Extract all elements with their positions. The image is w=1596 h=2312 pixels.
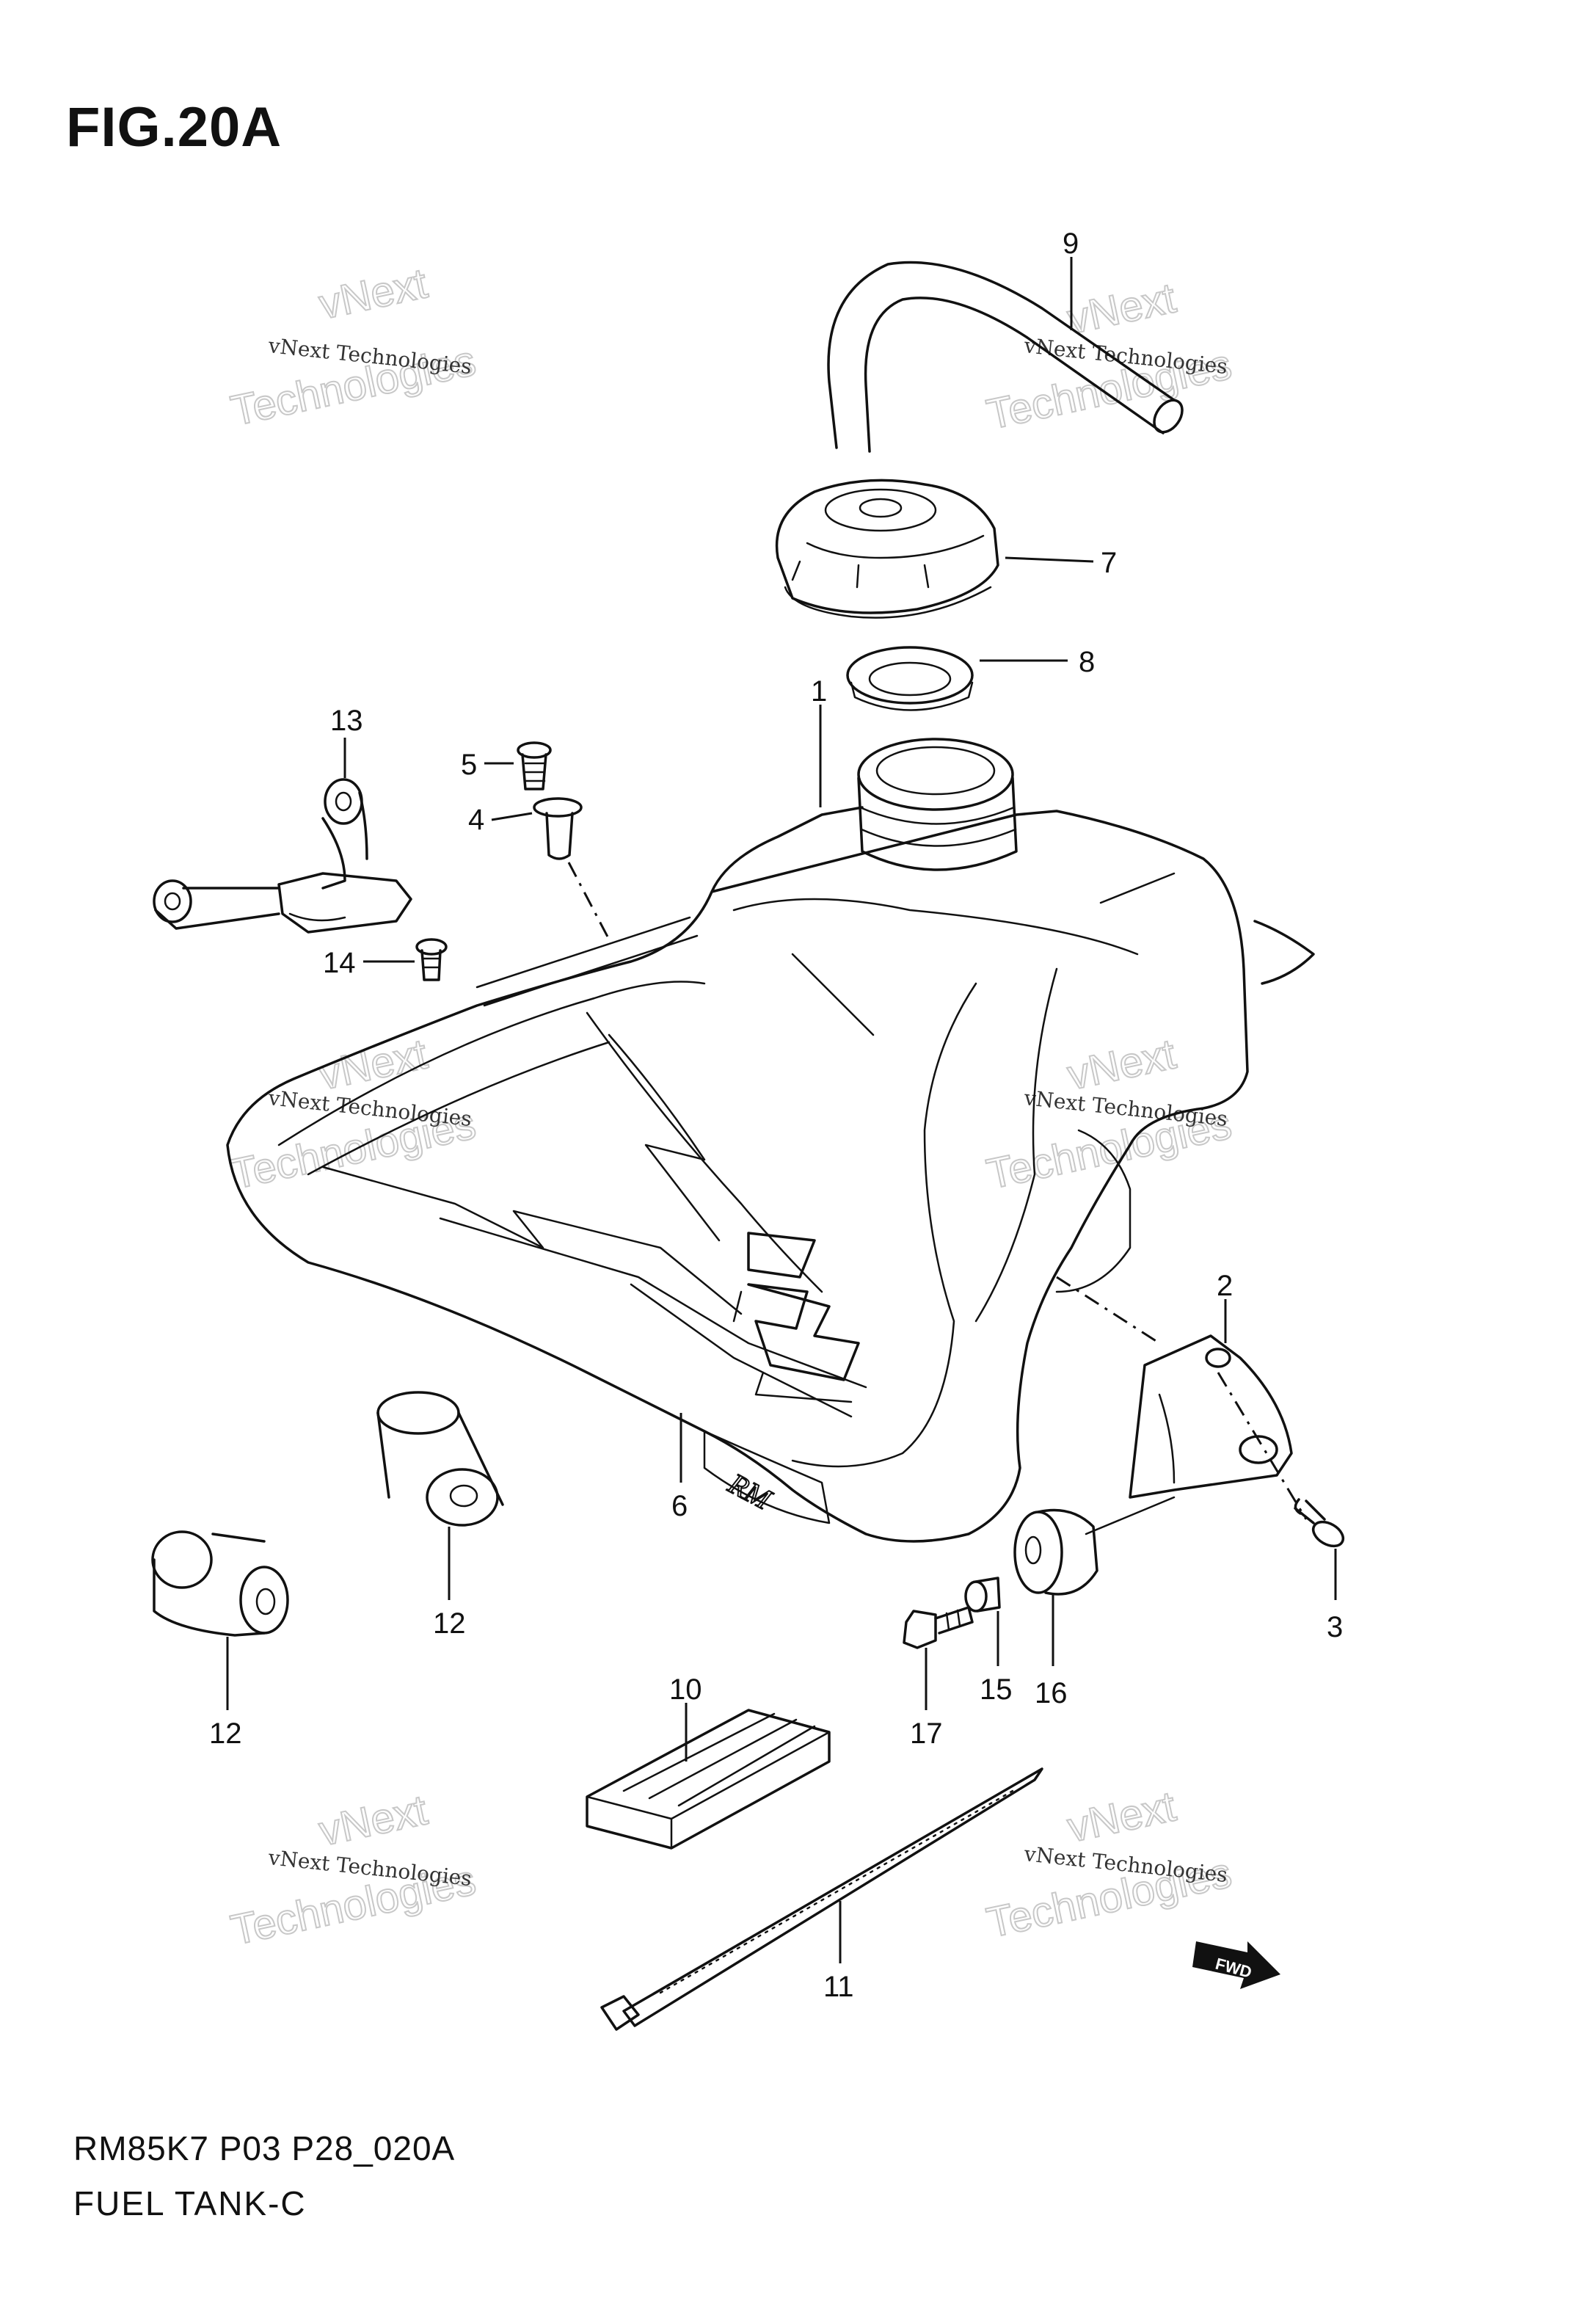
- part-10-pad: [586, 1709, 831, 1850]
- callout-2: 2: [1217, 1270, 1233, 1302]
- part-7-fuel-cap: [775, 479, 999, 619]
- callout-9: 9: [1063, 228, 1079, 260]
- callout-15: 15: [980, 1673, 1013, 1706]
- callout-12b: 12: [209, 1717, 242, 1750]
- svg-text:vNext: vNext: [315, 259, 431, 328]
- part-12-cushion-lower: [151, 1530, 289, 1637]
- watermark-bottom-right: vNext Technologies vNext Technologies: [982, 1781, 1236, 1947]
- figure-name: FUEL TANK-C: [73, 2184, 307, 2222]
- figure-title: FIG.20A: [66, 96, 283, 159]
- watermark-bottom-left: vNext Technologies vNext Technologies: [226, 1785, 481, 1955]
- part-4-collar: [533, 797, 583, 860]
- svg-text:vNext: vNext: [315, 1786, 431, 1855]
- callout-17: 17: [910, 1717, 943, 1750]
- watermark-mid-right: vNext Technologies vNext Technologies: [982, 1029, 1236, 1199]
- part-5-bolt: [517, 741, 552, 790]
- callout-5: 5: [461, 749, 477, 781]
- callout-16: 16: [1035, 1677, 1068, 1709]
- callout-1: 1: [811, 675, 827, 708]
- part-15-collar: [964, 1577, 1001, 1613]
- svg-text:vNext: vNext: [1063, 1030, 1180, 1099]
- part-14-bolt: [415, 938, 448, 981]
- part-8-cap-gasket: [846, 646, 974, 711]
- callout-10: 10: [669, 1673, 702, 1706]
- part-2-dashed-guide: [1056, 1276, 1160, 1345]
- part-12-cushion-upper: [376, 1391, 504, 1527]
- watermark-top-left: vNext Technologies vNext Technologies: [226, 258, 481, 435]
- leader-lines: [226, 257, 1337, 1963]
- callout-14: 14: [323, 947, 356, 979]
- part-4-dashed-guide: [567, 862, 611, 940]
- callout-7: 7: [1101, 547, 1117, 579]
- part-16-guide-line: [1085, 1496, 1176, 1535]
- callout-8: 8: [1079, 646, 1095, 678]
- callout-4: 4: [468, 804, 484, 836]
- figure-code: RM85K7 P03 P28_020A: [73, 2129, 456, 2167]
- part-16-cushion: [1013, 1508, 1098, 1596]
- callout-13: 13: [330, 705, 363, 737]
- svg-text:vNext: vNext: [1063, 274, 1180, 343]
- part-9-breather-hose: [827, 261, 1184, 453]
- part-1-fuel-tank: RM: [226, 738, 1315, 1543]
- part-11-cable-tie: [600, 1767, 1043, 2031]
- callout-3: 3: [1327, 1611, 1343, 1643]
- callout-6: 6: [671, 1490, 688, 1522]
- callout-labels: 9 7 8 1 5 4 13 14 2 6 3 16 15 17 12 12 1…: [209, 228, 1343, 2003]
- svg-text:RM: RM: [723, 1466, 778, 1517]
- part-2-rear-bracket: [1129, 1334, 1293, 1499]
- part-17-bolt: [903, 1606, 974, 1649]
- fwd-arrow-icon: FWD: [1192, 1941, 1280, 1989]
- part-3-dashed-guide: [1217, 1372, 1308, 1520]
- callout-11: 11: [823, 1971, 854, 2003]
- part-13-bracket: [153, 778, 412, 934]
- svg-text:vNext: vNext: [1063, 1782, 1180, 1851]
- part-3-screw: [1294, 1498, 1345, 1548]
- callout-12a: 12: [433, 1607, 466, 1640]
